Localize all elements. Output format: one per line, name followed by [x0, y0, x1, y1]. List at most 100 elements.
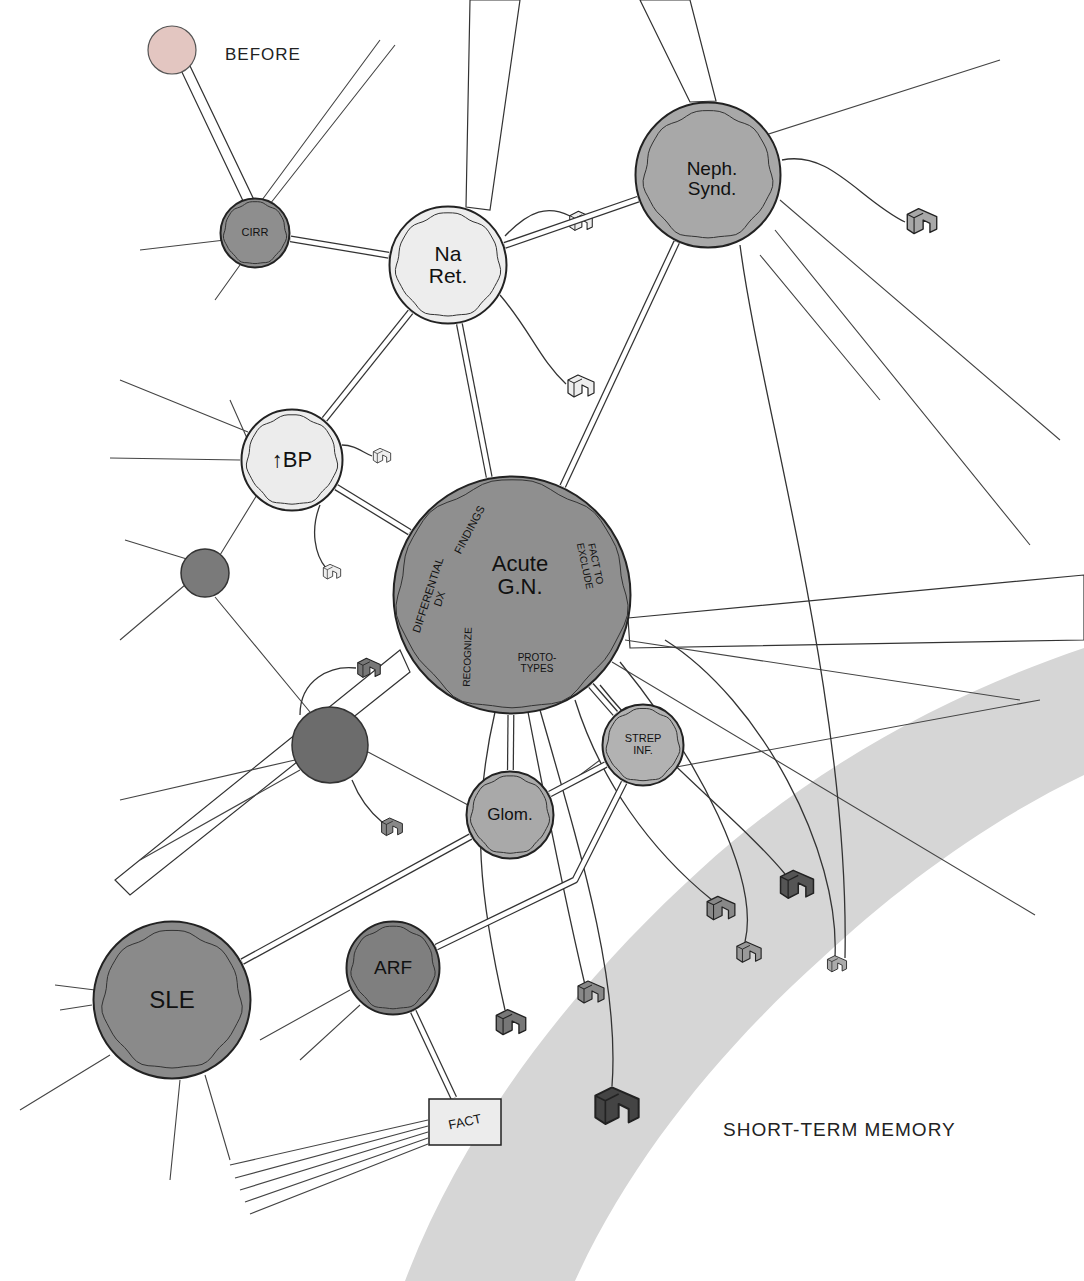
decor-path — [540, 710, 613, 1086]
spoke-lines — [20, 40, 1060, 1214]
connector-core — [336, 487, 409, 532]
knowledge-pieces — [323, 209, 936, 1124]
connector — [325, 312, 411, 420]
node-text: Glom. — [475, 806, 545, 824]
circle-shape — [242, 410, 343, 511]
circle-shape — [390, 207, 507, 324]
circle-shape — [603, 705, 684, 786]
node-text: Neph. Synd. — [667, 159, 757, 199]
decor-path — [665, 640, 835, 957]
decor-path — [612, 640, 1035, 915]
node-text: ↑BP — [252, 448, 332, 471]
connector — [413, 1012, 454, 1099]
connector-core — [459, 324, 489, 477]
concept-circle: ARF — [345, 920, 441, 1016]
connector-outline — [563, 242, 677, 486]
decor-path — [782, 159, 905, 222]
concept-circle: Acute G.N.FINDINGSDIFFERENTIAL DXRECOGNI… — [392, 475, 632, 715]
decor-use — [358, 658, 381, 677]
region-outline — [223, 202, 286, 264]
connector-outline — [436, 783, 624, 948]
connector — [550, 765, 606, 794]
connector-core — [291, 239, 389, 255]
decor-use — [707, 896, 735, 919]
connector-outline — [507, 715, 515, 770]
decor-path — [481, 712, 505, 1010]
node-text: STREP INF. — [620, 733, 666, 756]
decor-path — [352, 780, 382, 822]
decor-polygon — [640, 0, 716, 102]
decor-path — [260, 990, 360, 1060]
fact-block: FACT — [428, 1098, 502, 1146]
concept-circle: CIRR — [219, 197, 291, 269]
decor-polygon — [180, 66, 255, 205]
connector — [591, 685, 616, 713]
decor-use — [578, 981, 604, 1003]
connector-outline — [325, 312, 411, 420]
block-shape — [429, 1099, 501, 1145]
circle-shape — [221, 199, 290, 268]
region-outline — [395, 213, 500, 316]
connector-core — [436, 783, 624, 948]
decor-use — [568, 375, 594, 397]
decor-use — [373, 448, 390, 463]
concept-circle: Glom. — [465, 770, 555, 860]
decor-path — [110, 380, 250, 460]
connector-outline — [591, 685, 616, 713]
connector-core — [591, 685, 616, 713]
concept-circle: Na Ret. — [388, 205, 508, 325]
panel-label: BEFORE — [222, 44, 304, 66]
region-outline — [606, 709, 680, 781]
decor-use — [781, 870, 814, 898]
connector-core — [505, 199, 638, 245]
connector — [291, 239, 389, 255]
unlabeled-circle — [148, 26, 196, 74]
decor-path — [120, 752, 468, 860]
connector — [563, 242, 677, 486]
decor-use — [382, 818, 403, 836]
region-outline — [246, 415, 337, 504]
node-text: PROTO-TYPES — [508, 653, 566, 674]
decor-path — [342, 445, 372, 456]
decor-path — [300, 668, 356, 715]
connector-core — [508, 715, 513, 770]
connector-outline — [413, 1012, 454, 1099]
unlabeled-circle — [292, 707, 368, 783]
decor-use — [323, 564, 340, 579]
connector-core — [413, 1012, 454, 1099]
connector-outline — [291, 239, 389, 255]
decor-path — [750, 60, 1060, 545]
connector-core — [550, 765, 606, 794]
decor-path — [740, 245, 845, 958]
node-text: CIRR — [225, 227, 285, 239]
decor-polygon — [466, 0, 520, 210]
decor-path — [315, 505, 326, 568]
connector-outline — [459, 324, 489, 477]
decor-polygon — [115, 650, 410, 895]
decor-use — [496, 1010, 525, 1035]
region-outline — [351, 926, 435, 1009]
decor-path — [120, 490, 310, 712]
circle-shape — [636, 103, 781, 248]
region-outline — [396, 480, 628, 708]
concept-circle: SLE — [92, 920, 252, 1080]
region-outline — [102, 930, 242, 1068]
connector — [336, 487, 409, 532]
connector-outline — [336, 487, 409, 532]
node-text: SLE — [122, 987, 222, 1012]
decor-path — [500, 295, 566, 384]
concept-circle: ↑BP — [240, 408, 344, 512]
connector — [505, 199, 638, 245]
region-outline — [643, 111, 773, 238]
circle-shape — [347, 922, 440, 1015]
region-outline — [471, 776, 550, 853]
decor-path — [230, 1120, 428, 1214]
unlabeled-circle — [181, 549, 229, 597]
decor-use — [737, 942, 761, 963]
circle-shape — [94, 922, 251, 1079]
region-label: SHORT-TERM MEMORY — [720, 1118, 959, 1142]
decor-use — [827, 956, 846, 972]
connector — [436, 783, 624, 948]
decor-path — [600, 685, 785, 874]
